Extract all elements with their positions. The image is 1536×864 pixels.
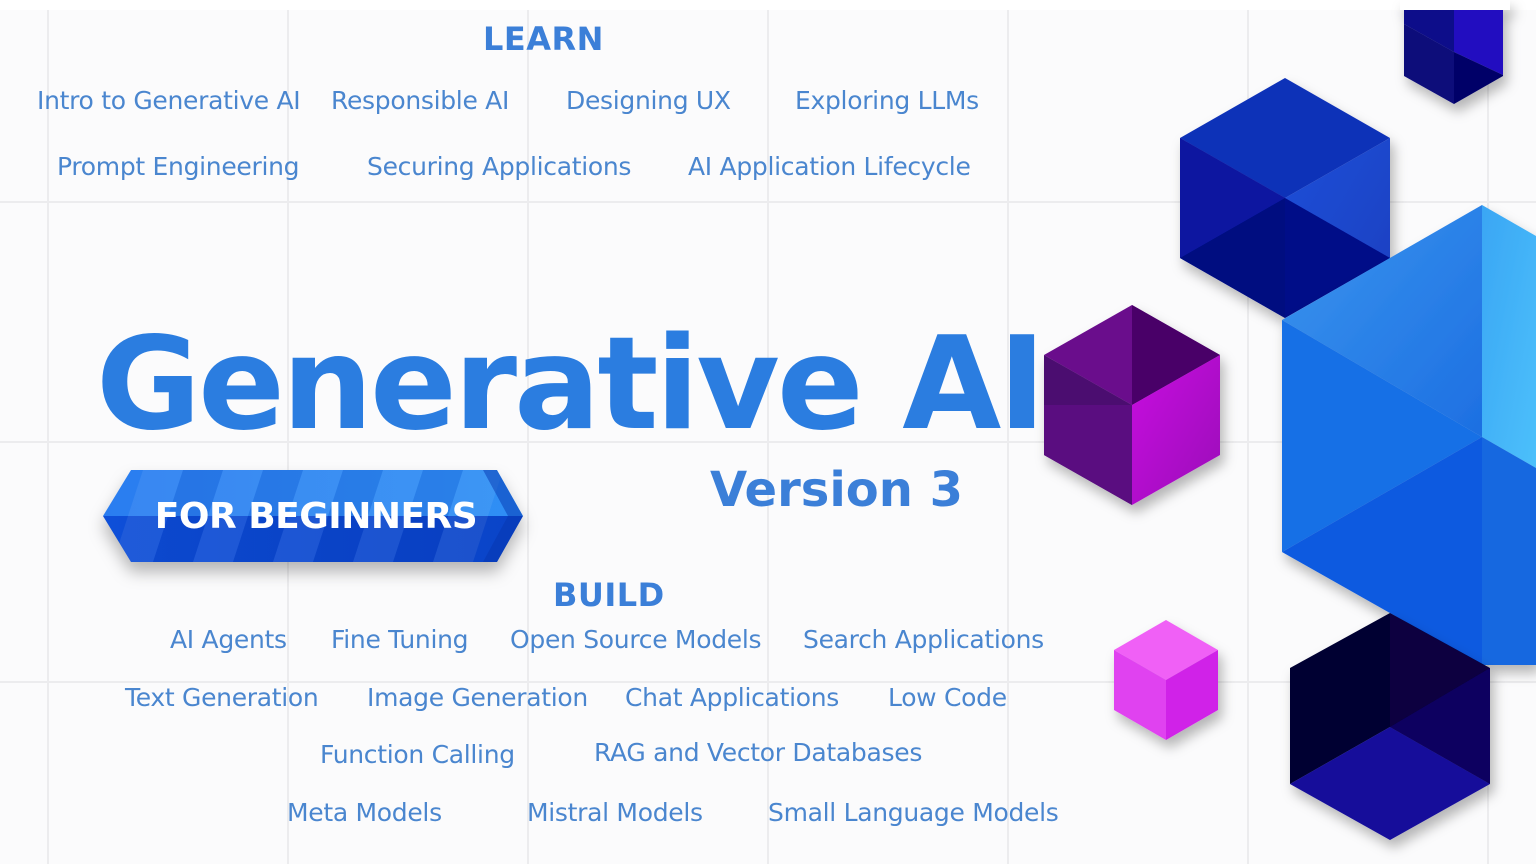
build-heading: BUILD <box>553 576 665 614</box>
topic-text-generation[interactable]: Text Generation <box>125 683 319 712</box>
topic-rag-vector-databases[interactable]: RAG and Vector Databases <box>594 738 923 767</box>
topic-chat-applications[interactable]: Chat Applications <box>625 683 839 712</box>
topic-ai-agents[interactable]: AI Agents <box>170 625 287 654</box>
topic-search-applications[interactable]: Search Applications <box>803 625 1044 654</box>
learn-heading: LEARN <box>483 20 604 58</box>
topic-mistral-models[interactable]: Mistral Models <box>527 798 703 827</box>
topic-prompt-engineering[interactable]: Prompt Engineering <box>57 152 300 181</box>
topic-function-calling[interactable]: Function Calling <box>320 740 515 769</box>
topic-low-code[interactable]: Low Code <box>888 683 1007 712</box>
top-band <box>0 0 1536 10</box>
page-title: Generative AI <box>96 310 1046 459</box>
topic-securing-applications[interactable]: Securing Applications <box>367 152 632 181</box>
topic-small-language-models[interactable]: Small Language Models <box>768 798 1059 827</box>
topic-open-source-models[interactable]: Open Source Models <box>510 625 762 654</box>
topic-ai-application-lifecycle[interactable]: AI Application Lifecycle <box>688 152 971 181</box>
topic-meta-models[interactable]: Meta Models <box>287 798 442 827</box>
version-label: Version 3 <box>710 462 964 518</box>
topic-intro-generative-ai[interactable]: Intro to Generative AI <box>37 86 301 115</box>
for-beginners-badge: FOR BEGINNERS <box>103 470 523 562</box>
topic-fine-tuning[interactable]: Fine Tuning <box>331 625 469 654</box>
topic-responsible-ai[interactable]: Responsible AI <box>331 86 510 115</box>
badge-ribbon-icon <box>103 470 523 562</box>
topic-image-generation[interactable]: Image Generation <box>367 683 588 712</box>
topic-exploring-llms[interactable]: Exploring LLMs <box>795 86 979 115</box>
badge-label: FOR BEGINNERS <box>154 495 478 537</box>
topic-designing-ux[interactable]: Designing UX <box>566 86 731 115</box>
